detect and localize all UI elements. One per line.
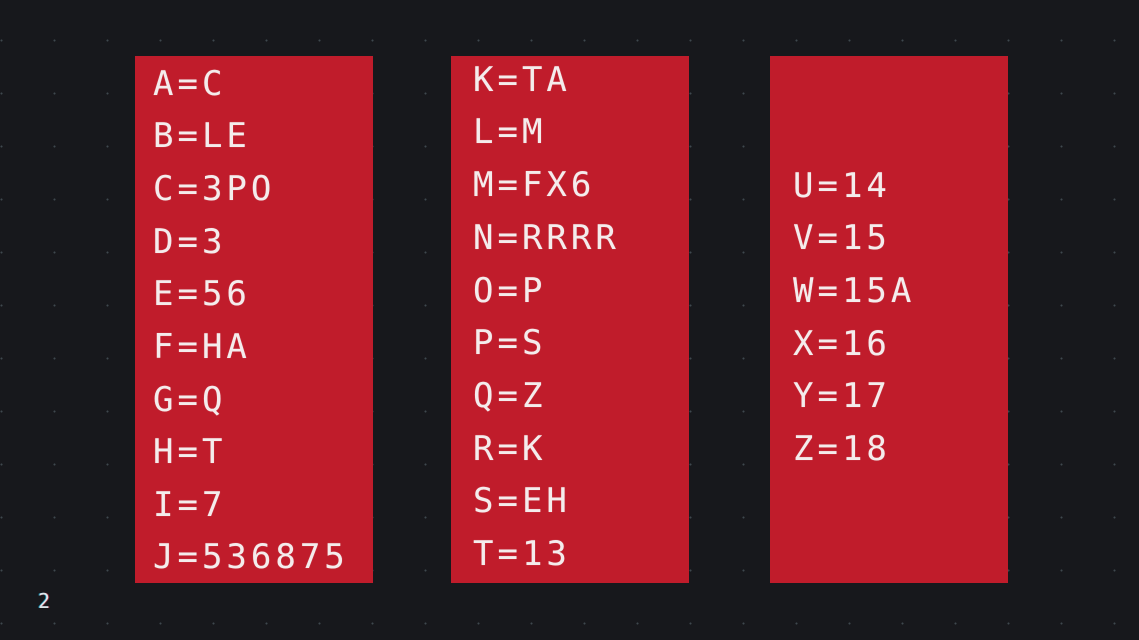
cipher-entry: K=TA: [473, 60, 571, 100]
cipher-entry: H=T: [153, 432, 227, 472]
cipher-entry: D=3: [153, 222, 227, 262]
cipher-entry: O=P: [473, 271, 547, 311]
page-number: 2: [38, 589, 51, 613]
cipher-entry: W=15A: [793, 271, 916, 311]
cipher-entry: Y=17: [793, 376, 891, 416]
cipher-entry: U=14: [793, 166, 891, 206]
cipher-entry: B=LE: [153, 116, 251, 156]
cipher-entry: P=S: [473, 323, 547, 363]
cipher-entry: Q=Z: [473, 376, 547, 416]
cipher-panel-u-to-z: U=14 V=15 W=15A X=16 Y=17 Z=18: [770, 56, 1008, 583]
cipher-entry: L=M: [473, 112, 547, 152]
cipher-entry: S=EH: [473, 481, 571, 521]
cipher-entry: I=7: [153, 485, 227, 525]
cipher-entry: X=16: [793, 324, 891, 364]
cipher-entry: Z=18: [793, 429, 891, 469]
cipher-entry: N=RRRR: [473, 218, 620, 258]
cipher-panel-a-to-j: A=C B=LE C=3PO D=3 E=56 F=HA G=Q H=T I=7…: [135, 56, 373, 583]
cipher-entry: F=HA: [153, 327, 251, 367]
cipher-entry: C=3PO: [153, 169, 276, 209]
cipher-entry: J=536875: [153, 537, 349, 577]
cipher-entry: E=56: [153, 274, 251, 314]
cipher-entry: M=FX6: [473, 165, 596, 205]
cipher-entry: R=K: [473, 429, 547, 469]
cipher-entry: T=13: [473, 534, 571, 574]
cipher-panel-k-to-t: K=TA L=M M=FX6 N=RRRR O=P P=S Q=Z R=K S=…: [451, 56, 689, 583]
cipher-entry: G=Q: [153, 380, 227, 420]
cipher-entry: V=15: [793, 218, 891, 258]
cipher-entry: A=C: [153, 64, 227, 104]
